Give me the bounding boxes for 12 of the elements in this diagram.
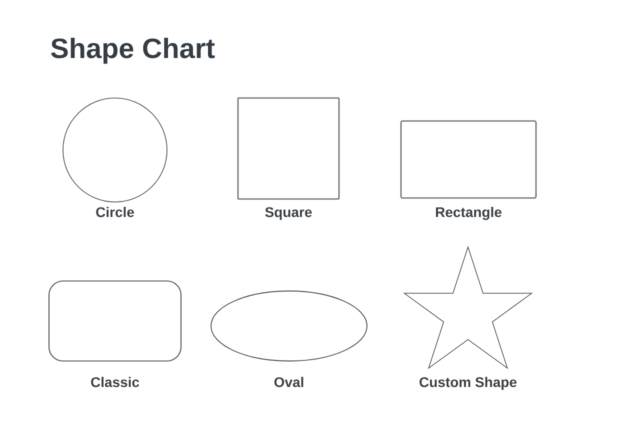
square-shape — [237, 97, 340, 200]
title: Shape Chart — [51, 38, 215, 64]
shape-caption: Classic — [91, 376, 140, 388]
circle-shape — [62, 98, 168, 202]
rectangle-shape — [400, 120, 537, 199]
shape-caption: Circle — [96, 206, 134, 218]
shape-caption: Rectangle — [436, 206, 502, 220]
rounded-rectangle — [48, 280, 182, 362]
shape-caption: Custom Shape — [420, 376, 517, 390]
ellipse-shape — [210, 290, 368, 362]
shape-caption: Oval — [274, 376, 304, 388]
shape-caption: Square — [265, 207, 312, 220]
